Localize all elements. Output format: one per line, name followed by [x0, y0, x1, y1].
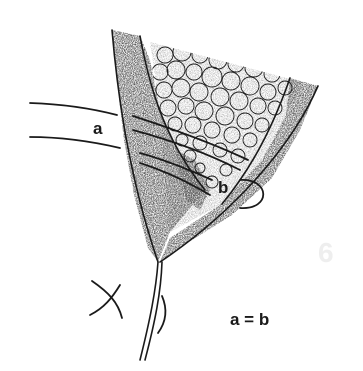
stalk-right — [145, 262, 162, 360]
label-a: a — [93, 119, 103, 138]
equation-label: a = b — [230, 310, 269, 329]
label-b: b — [218, 178, 228, 197]
watermark-digit: 6 — [318, 237, 334, 268]
cross-curve-2 — [90, 285, 120, 315]
cross-curve-3 — [158, 296, 165, 333]
cross-curve-1 — [92, 281, 122, 318]
left-line-lower — [30, 137, 120, 148]
left-line-upper — [30, 103, 117, 115]
